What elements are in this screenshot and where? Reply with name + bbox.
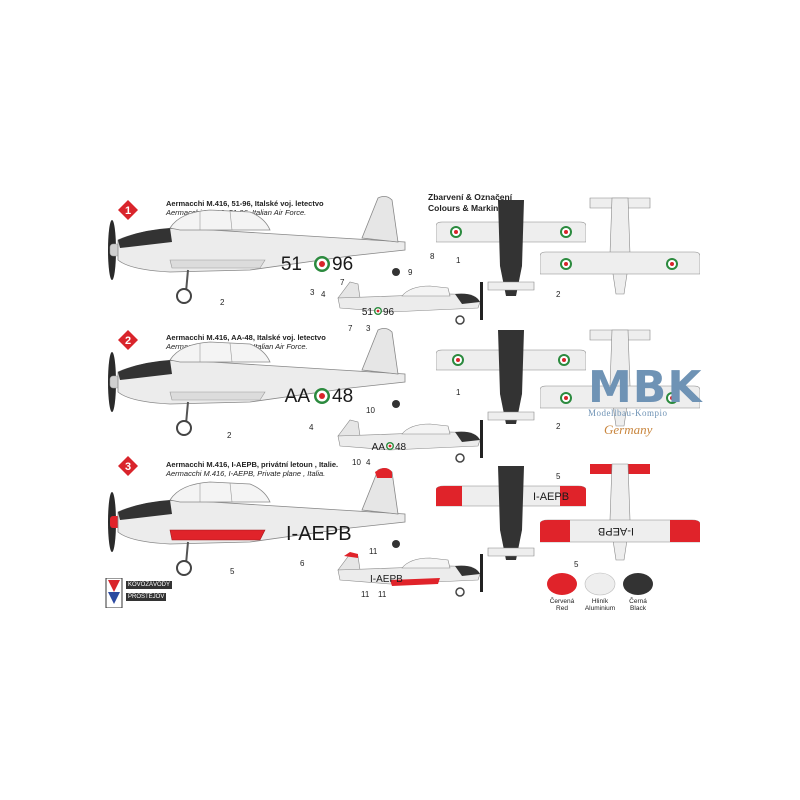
scheme-2-code-left: AA (285, 386, 311, 407)
callout: 1 (456, 388, 461, 397)
scheme-2-aircraft-port-view: AA 48 (337, 419, 483, 463)
callout: 5 (574, 560, 579, 569)
scheme-2-small-code-right: 48 (395, 442, 407, 453)
scheme-2-number: 2 (125, 335, 131, 347)
callout: 10 (366, 406, 375, 415)
callout: 10 (352, 458, 361, 467)
scheme-1-small-code-right: 96 (383, 307, 395, 318)
swatch-aluminium-label: Hliník Aluminium (580, 598, 620, 612)
scheme-3-small-registration: I-AEPB (370, 574, 403, 585)
callout: 6 (300, 559, 305, 568)
callout: 7 (340, 278, 345, 287)
swatch-black-cz: Černá (629, 598, 647, 605)
callout: 3 (366, 324, 371, 333)
scheme-1-aircraft-side-view: 51 96 (108, 196, 406, 304)
swatch-black (623, 573, 653, 595)
scheme-3-registration: I-AEPB (286, 523, 352, 545)
scheme-2-small-code-left: AA (372, 442, 386, 453)
swatch-black-en: Black (630, 605, 646, 612)
callout: 11 (378, 590, 387, 599)
scheme-1-top-view (436, 200, 586, 296)
scheme-2-top-view (436, 330, 586, 424)
kovozavody-logo: KOVOZÁVODY PROSTĚJOV (104, 578, 173, 612)
colours-title-en: Colours & Markings (428, 203, 509, 213)
scheme-1-badge: 1 (118, 200, 138, 220)
scheme-2-badge: 2 (118, 330, 138, 350)
scheme-3-badge: 3 (118, 456, 138, 476)
scheme-1-code-left: 51 (281, 254, 302, 275)
scheme-2-bottom-view (540, 329, 700, 427)
callout: 4 (321, 290, 326, 299)
swatch-red (547, 573, 577, 595)
logo-line1: KOVOZÁVODY (126, 581, 173, 589)
scheme-1-caption-cz: Aermacchi M.416, 51-96, Italské voj. let… (166, 199, 324, 208)
logo-line2: PROSTĚJOV (126, 593, 167, 601)
scheme-1-number: 1 (125, 205, 131, 217)
colours-title-cz: Zbarvení & Označení (428, 192, 513, 202)
scheme-3-number: 3 (125, 461, 131, 473)
scheme-3-bottom-registration: I-AEPB (598, 525, 634, 537)
callout: 5 (230, 567, 235, 576)
scheme-3-aircraft-side-view: I-AEPB (108, 468, 406, 576)
scheme-3-top-registration: I-AEPB (533, 491, 569, 503)
swatch-black-label: Černá Black (618, 598, 658, 612)
scheme-1-bottom-view (540, 197, 700, 295)
callout: 11 (361, 590, 370, 599)
watermark-sub: Modellbau-Kompio (588, 408, 668, 418)
swatch-red-label: Červená Red (542, 598, 582, 612)
callout: 3 (310, 288, 315, 297)
callout: 5 (556, 472, 561, 481)
callout: 4 (309, 423, 314, 432)
watermark-brand: MBK (588, 362, 703, 413)
swatch-red-en: Red (556, 605, 568, 612)
callout: 2 (556, 290, 561, 299)
colour-swatches (547, 572, 653, 596)
scheme-2-caption-cz: Aermacchi M.416, AA-48, Italské voj. let… (166, 333, 326, 342)
scheme-3-aircraft-port-view: I-AEPB (337, 552, 483, 597)
callout: 7 (348, 324, 353, 333)
swatch-red-cz: Červená (549, 598, 575, 605)
callout: 2 (220, 298, 225, 307)
scheme-1-aircraft-port-view: 51 96 (337, 281, 483, 325)
factory-emblem-icon (105, 578, 123, 608)
callout: 1 (456, 256, 461, 265)
callout: 11 (369, 547, 378, 556)
swatch-aluminium-cz: Hliník (591, 598, 609, 605)
callout: 4 (366, 458, 371, 467)
callout: 2 (556, 422, 561, 431)
scheme-2-code-right: 48 (332, 386, 353, 407)
scheme-1-code-right: 96 (332, 254, 353, 275)
scheme-2-aircraft-side-view: AA 48 (108, 328, 406, 436)
watermark-country: Germany (604, 422, 653, 437)
callout: 2 (227, 431, 232, 440)
scheme-3-caption-cz: Aermacchi M.416, I-AEPB, privátní letoun… (166, 460, 339, 469)
swatch-aluminium-en: Aluminium (584, 605, 616, 612)
scheme-1-small-code-left: 51 (362, 307, 374, 318)
callout: 8 (430, 252, 435, 261)
scheme-3-bottom-view: I-AEPB (540, 463, 700, 561)
callout: 9 (408, 268, 413, 277)
swatch-aluminium (584, 572, 616, 596)
scheme-3-caption-en: Aermacchi M.416, I-AEPB, Private plane ,… (166, 469, 326, 478)
